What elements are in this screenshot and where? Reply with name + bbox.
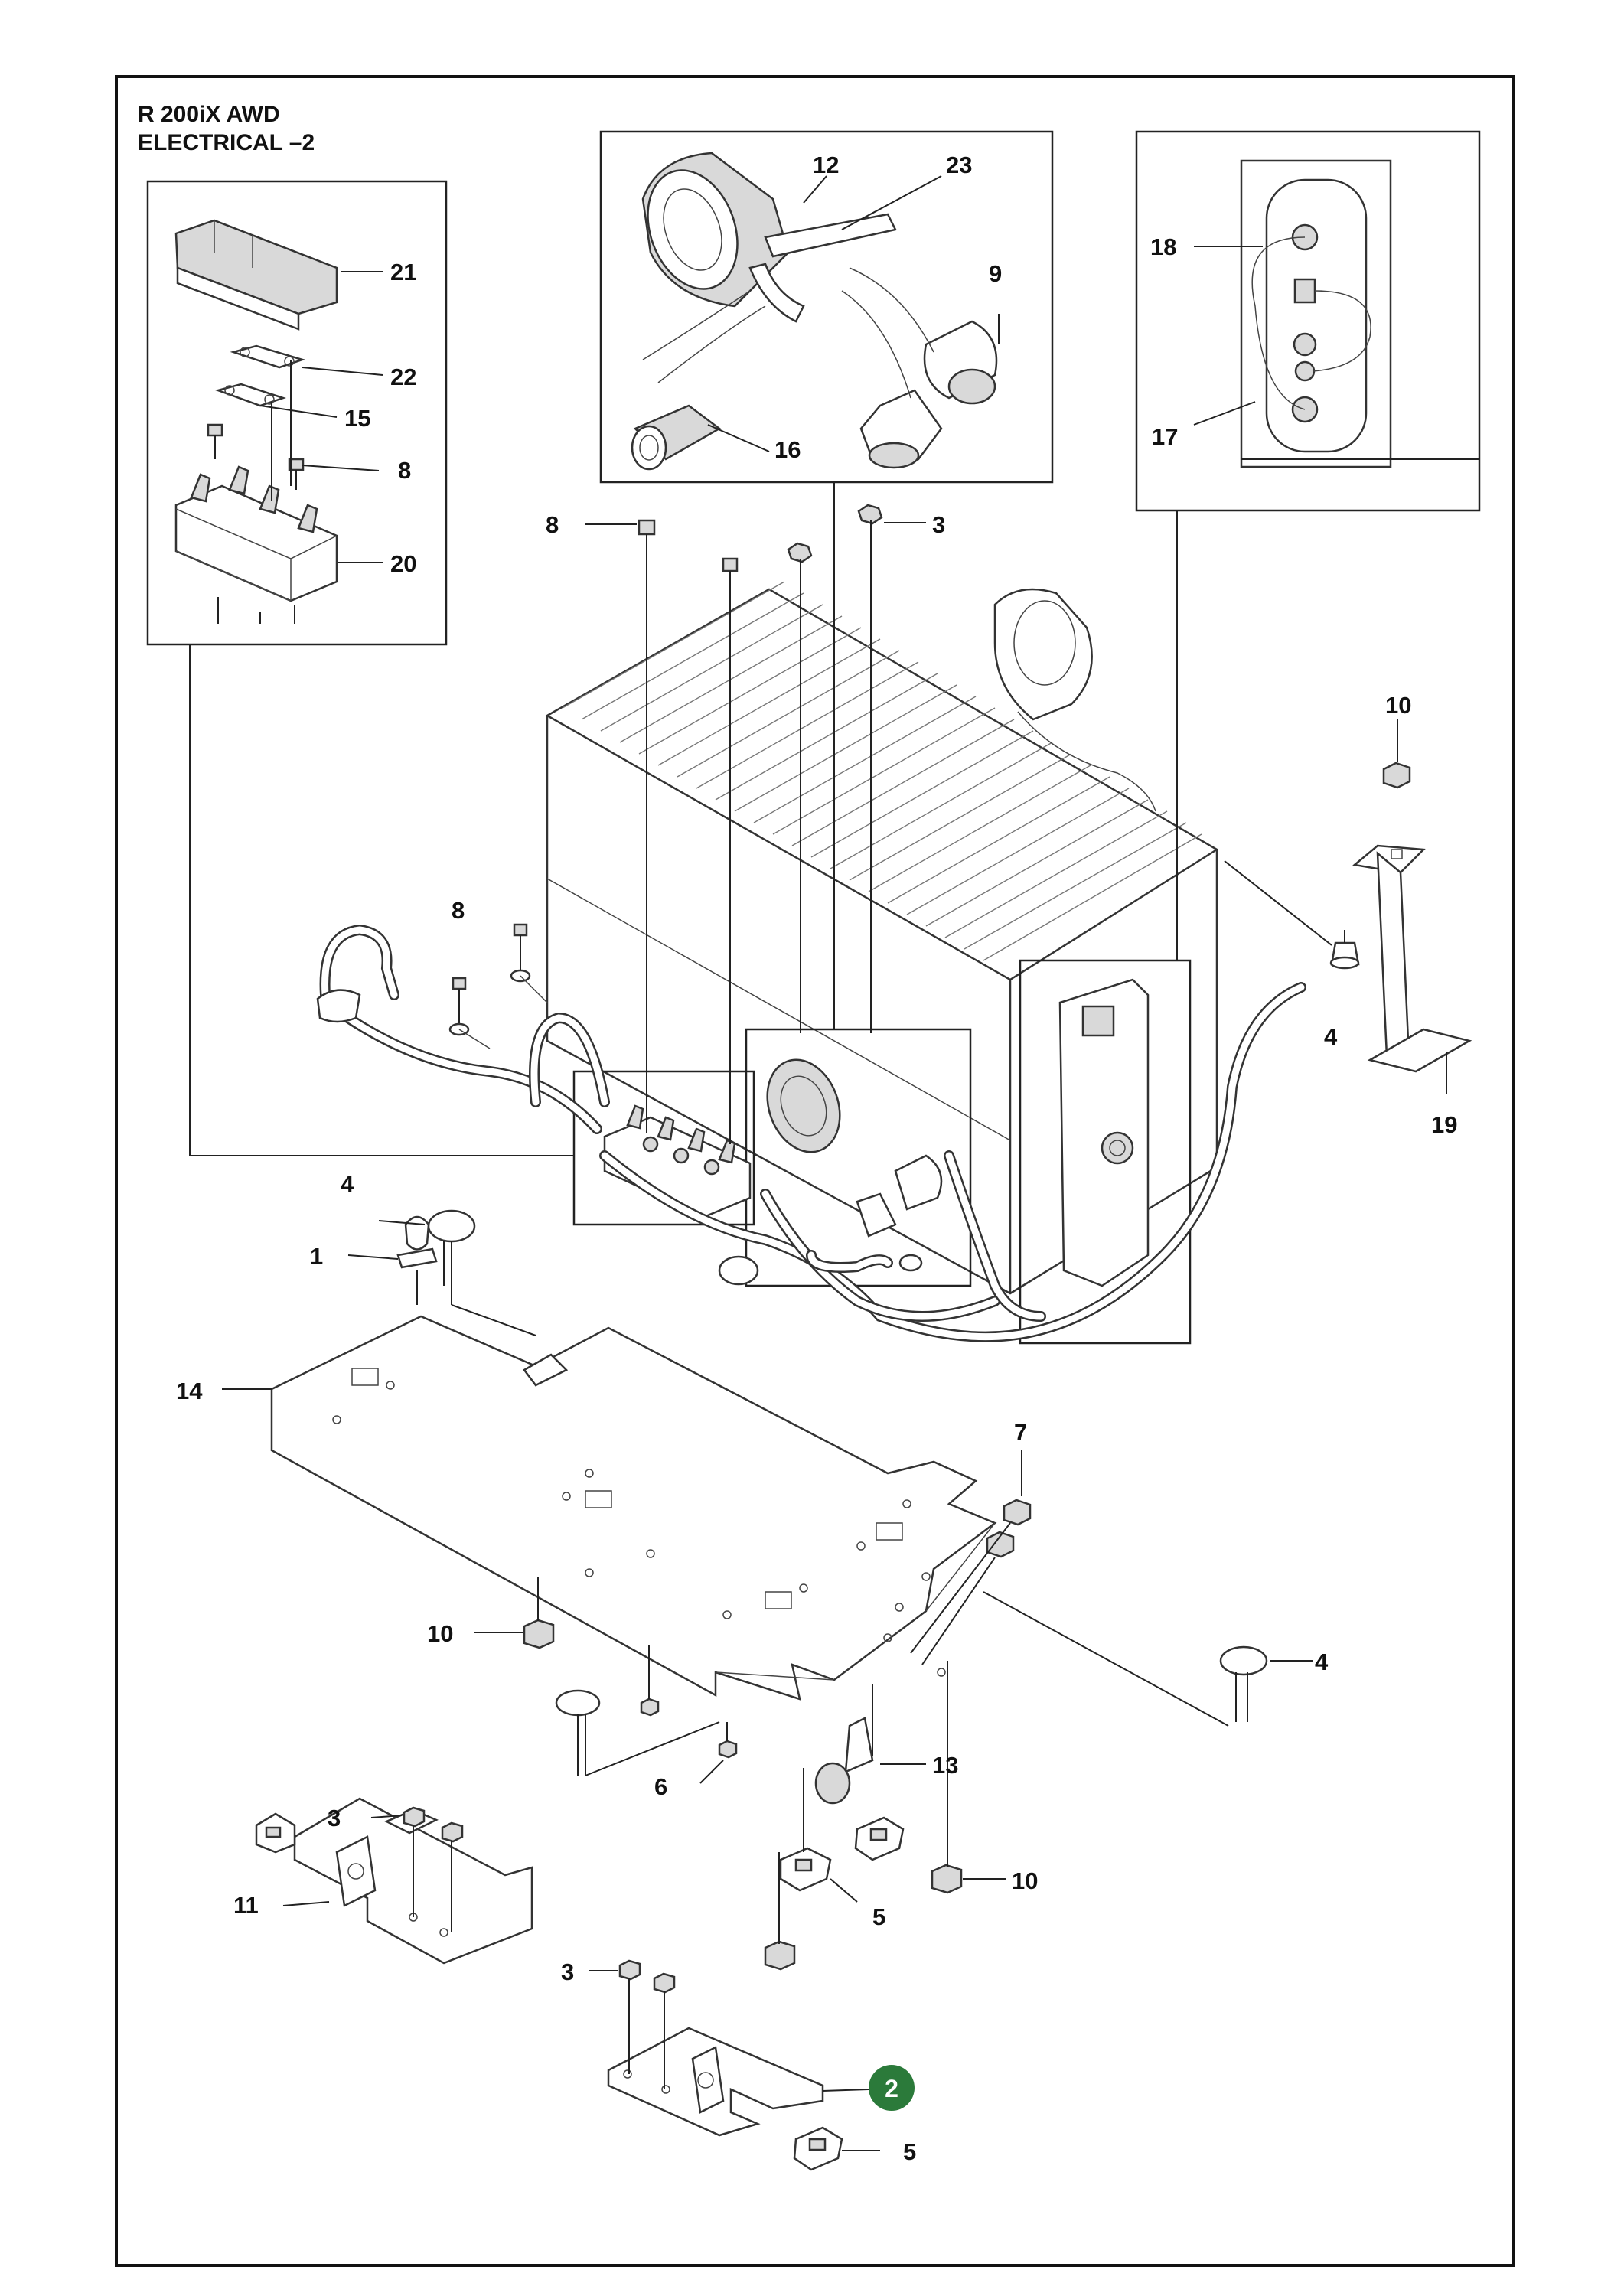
label-4: 4 xyxy=(341,1171,354,1198)
label-22: 22 xyxy=(390,364,416,390)
label-4: 4 xyxy=(1324,1023,1338,1050)
inset-fuse-holder xyxy=(146,180,448,646)
top-fasteners xyxy=(189,482,1178,1156)
label-21: 21 xyxy=(390,259,416,285)
label-20: 20 xyxy=(390,550,416,577)
screws-8-set xyxy=(448,923,548,1049)
label-8: 8 xyxy=(452,897,465,924)
diagram-title-line2: ELECTRICAL –2 xyxy=(138,130,315,155)
detail-box-fuse xyxy=(572,1070,755,1226)
label-10: 10 xyxy=(1012,1867,1038,1894)
label-11: 11 xyxy=(233,1892,259,1919)
outer-frame xyxy=(115,75,1515,2267)
detail-box-terminal xyxy=(1019,959,1192,1345)
lower-fasteners xyxy=(474,1450,1313,1971)
label-18: 18 xyxy=(1150,233,1176,260)
label-8: 8 xyxy=(398,457,411,484)
label-6: 6 xyxy=(654,1773,667,1800)
label-2: 2 xyxy=(885,2075,898,2102)
inset-terminal-plate xyxy=(1135,130,1481,512)
highlight-badge xyxy=(869,2065,915,2111)
label-12: 12 xyxy=(813,152,839,178)
label-14: 14 xyxy=(176,1378,203,1404)
label-9: 9 xyxy=(989,260,1002,287)
label-3: 3 xyxy=(932,511,945,538)
label-3: 3 xyxy=(328,1805,341,1831)
bracket-2-assembly xyxy=(589,1959,880,2171)
label-5: 5 xyxy=(872,1903,885,1930)
battery-unit xyxy=(546,581,1218,1295)
diagram-title-line1: R 200iX AWD xyxy=(138,102,280,127)
label-23: 23 xyxy=(946,152,972,178)
label-8: 8 xyxy=(546,511,559,538)
label-13: 13 xyxy=(932,1752,958,1779)
motor-connector-assembly xyxy=(766,1058,943,1238)
label-10: 10 xyxy=(1385,692,1411,719)
terminal-plate-assembly xyxy=(1058,978,1150,1287)
label-15: 15 xyxy=(344,405,370,432)
base-plate-14 xyxy=(270,1315,997,1701)
label-17: 17 xyxy=(1152,423,1178,450)
inset-connector xyxy=(599,130,1054,484)
detail-box-connector xyxy=(745,1028,972,1287)
fuse-holder-assembly xyxy=(603,1104,752,1218)
label-5: 5 xyxy=(903,2138,916,2165)
bracket-11-assembly xyxy=(255,1797,533,1965)
label-19: 19 xyxy=(1431,1111,1457,1138)
wiring-harness xyxy=(316,924,1306,1342)
label-7: 7 xyxy=(1014,1419,1027,1446)
bolt-1-rivet-4 xyxy=(222,1209,536,1390)
label-16: 16 xyxy=(774,436,801,463)
label-3: 3 xyxy=(561,1958,574,1985)
label-10: 10 xyxy=(427,1620,453,1647)
label-1: 1 xyxy=(310,1243,323,1270)
bracket-19-assembly xyxy=(1224,719,1472,1094)
label-4: 4 xyxy=(1315,1649,1329,1675)
